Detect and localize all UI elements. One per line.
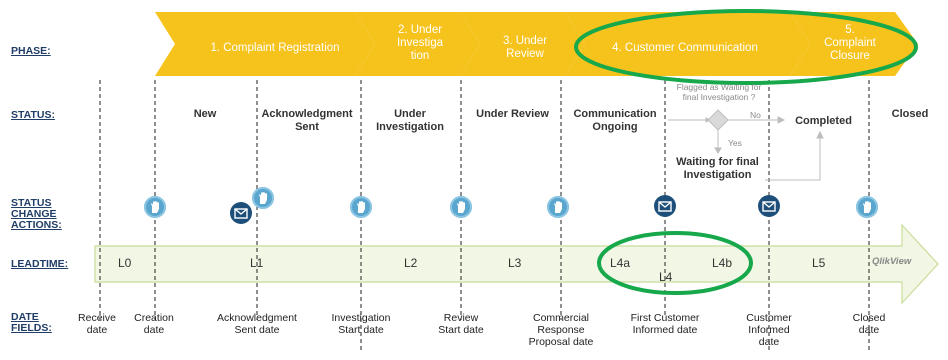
date-field-line: Commercial xyxy=(532,312,589,324)
decision-diamond xyxy=(707,109,729,131)
date-field-line: Start date xyxy=(338,324,384,336)
hand-icon xyxy=(547,196,569,218)
date-field-line: Sent date xyxy=(234,324,280,336)
date-field-line: Receive xyxy=(78,312,116,324)
date-field-line: Proposal date xyxy=(528,336,594,348)
date-field-line: Review xyxy=(443,312,479,324)
row-label-phase: PHASE: xyxy=(11,45,51,57)
highlight-ring-phase4 xyxy=(574,9,918,85)
date-field-line: Acknowledgment xyxy=(217,312,297,324)
row-label-line: DATE xyxy=(11,311,39,323)
leadtime-arrow xyxy=(94,223,939,305)
hand-icon xyxy=(450,196,472,218)
row-label-line: FIELDS: xyxy=(11,322,52,334)
highlight-ring-l4 xyxy=(597,231,753,295)
hand-icon xyxy=(350,196,372,218)
row-label-status: STATUS: xyxy=(11,109,55,121)
date-field-line: date xyxy=(86,324,108,336)
phase-chevron-4 xyxy=(565,12,810,76)
phase-chevron-2 xyxy=(355,12,480,76)
leadtime-l4a: L4a xyxy=(610,256,631,270)
qlikview-watermark: QlikView xyxy=(872,256,912,267)
date-field-line: Informed xyxy=(748,324,790,336)
phase-chevron-1 xyxy=(155,12,375,76)
row-label-status-change: STATUS CHANGE ACTIONS: xyxy=(11,198,62,231)
envelope-icon xyxy=(654,195,676,217)
status-closed: Closed xyxy=(891,108,929,120)
hand-icon xyxy=(144,196,166,218)
status-new: New xyxy=(193,108,217,120)
date-field-line: date xyxy=(758,336,780,348)
date-field-line: Informed date xyxy=(632,324,698,336)
status-completed: Completed xyxy=(795,115,852,127)
leadtime-l0: L0 xyxy=(118,256,132,270)
decision-yes-label: Yes xyxy=(728,138,742,148)
status-under-review: Under Review xyxy=(476,108,549,120)
leadtime-l2: L2 xyxy=(404,256,418,270)
phase-chevron-3 xyxy=(460,12,585,76)
date-field-line: Closed xyxy=(852,312,886,324)
row-label-line: STATUS xyxy=(11,197,52,209)
date-field-line: date xyxy=(858,324,880,336)
leadtime-l3: L3 xyxy=(508,256,522,270)
date-field-line: Creation xyxy=(134,312,174,324)
leadtime-l4: L4 xyxy=(659,270,673,284)
envelope-icon xyxy=(758,195,780,217)
date-field-line: Investigation xyxy=(331,312,391,324)
decision-no-label: No xyxy=(750,110,761,120)
envelope-icon xyxy=(230,202,252,224)
date-field-line: Start date xyxy=(438,324,484,336)
hand-icon xyxy=(252,187,274,209)
row-label-line: CHANGE xyxy=(11,208,57,220)
phase-label-4: 4. Customer Communication xyxy=(612,42,758,54)
row-label-line: ACTIONS: xyxy=(11,219,62,231)
date-field-line: Customer xyxy=(746,312,792,324)
date-field-line: date xyxy=(143,324,165,336)
leadtime-l4b: L4b xyxy=(712,256,733,270)
date-field-line: First Customer xyxy=(630,312,700,324)
hand-icon xyxy=(856,196,878,218)
leadtime-l1: L1 xyxy=(250,256,264,270)
leadtime-l5: L5 xyxy=(812,256,826,270)
date-field-line: Response xyxy=(537,324,585,336)
phase-label-1: 1. Complaint Registration xyxy=(210,42,340,54)
row-label-leadtime: LEADTIME: xyxy=(11,258,69,270)
row-label-date-fields: DATE FIELDS: xyxy=(11,312,52,334)
